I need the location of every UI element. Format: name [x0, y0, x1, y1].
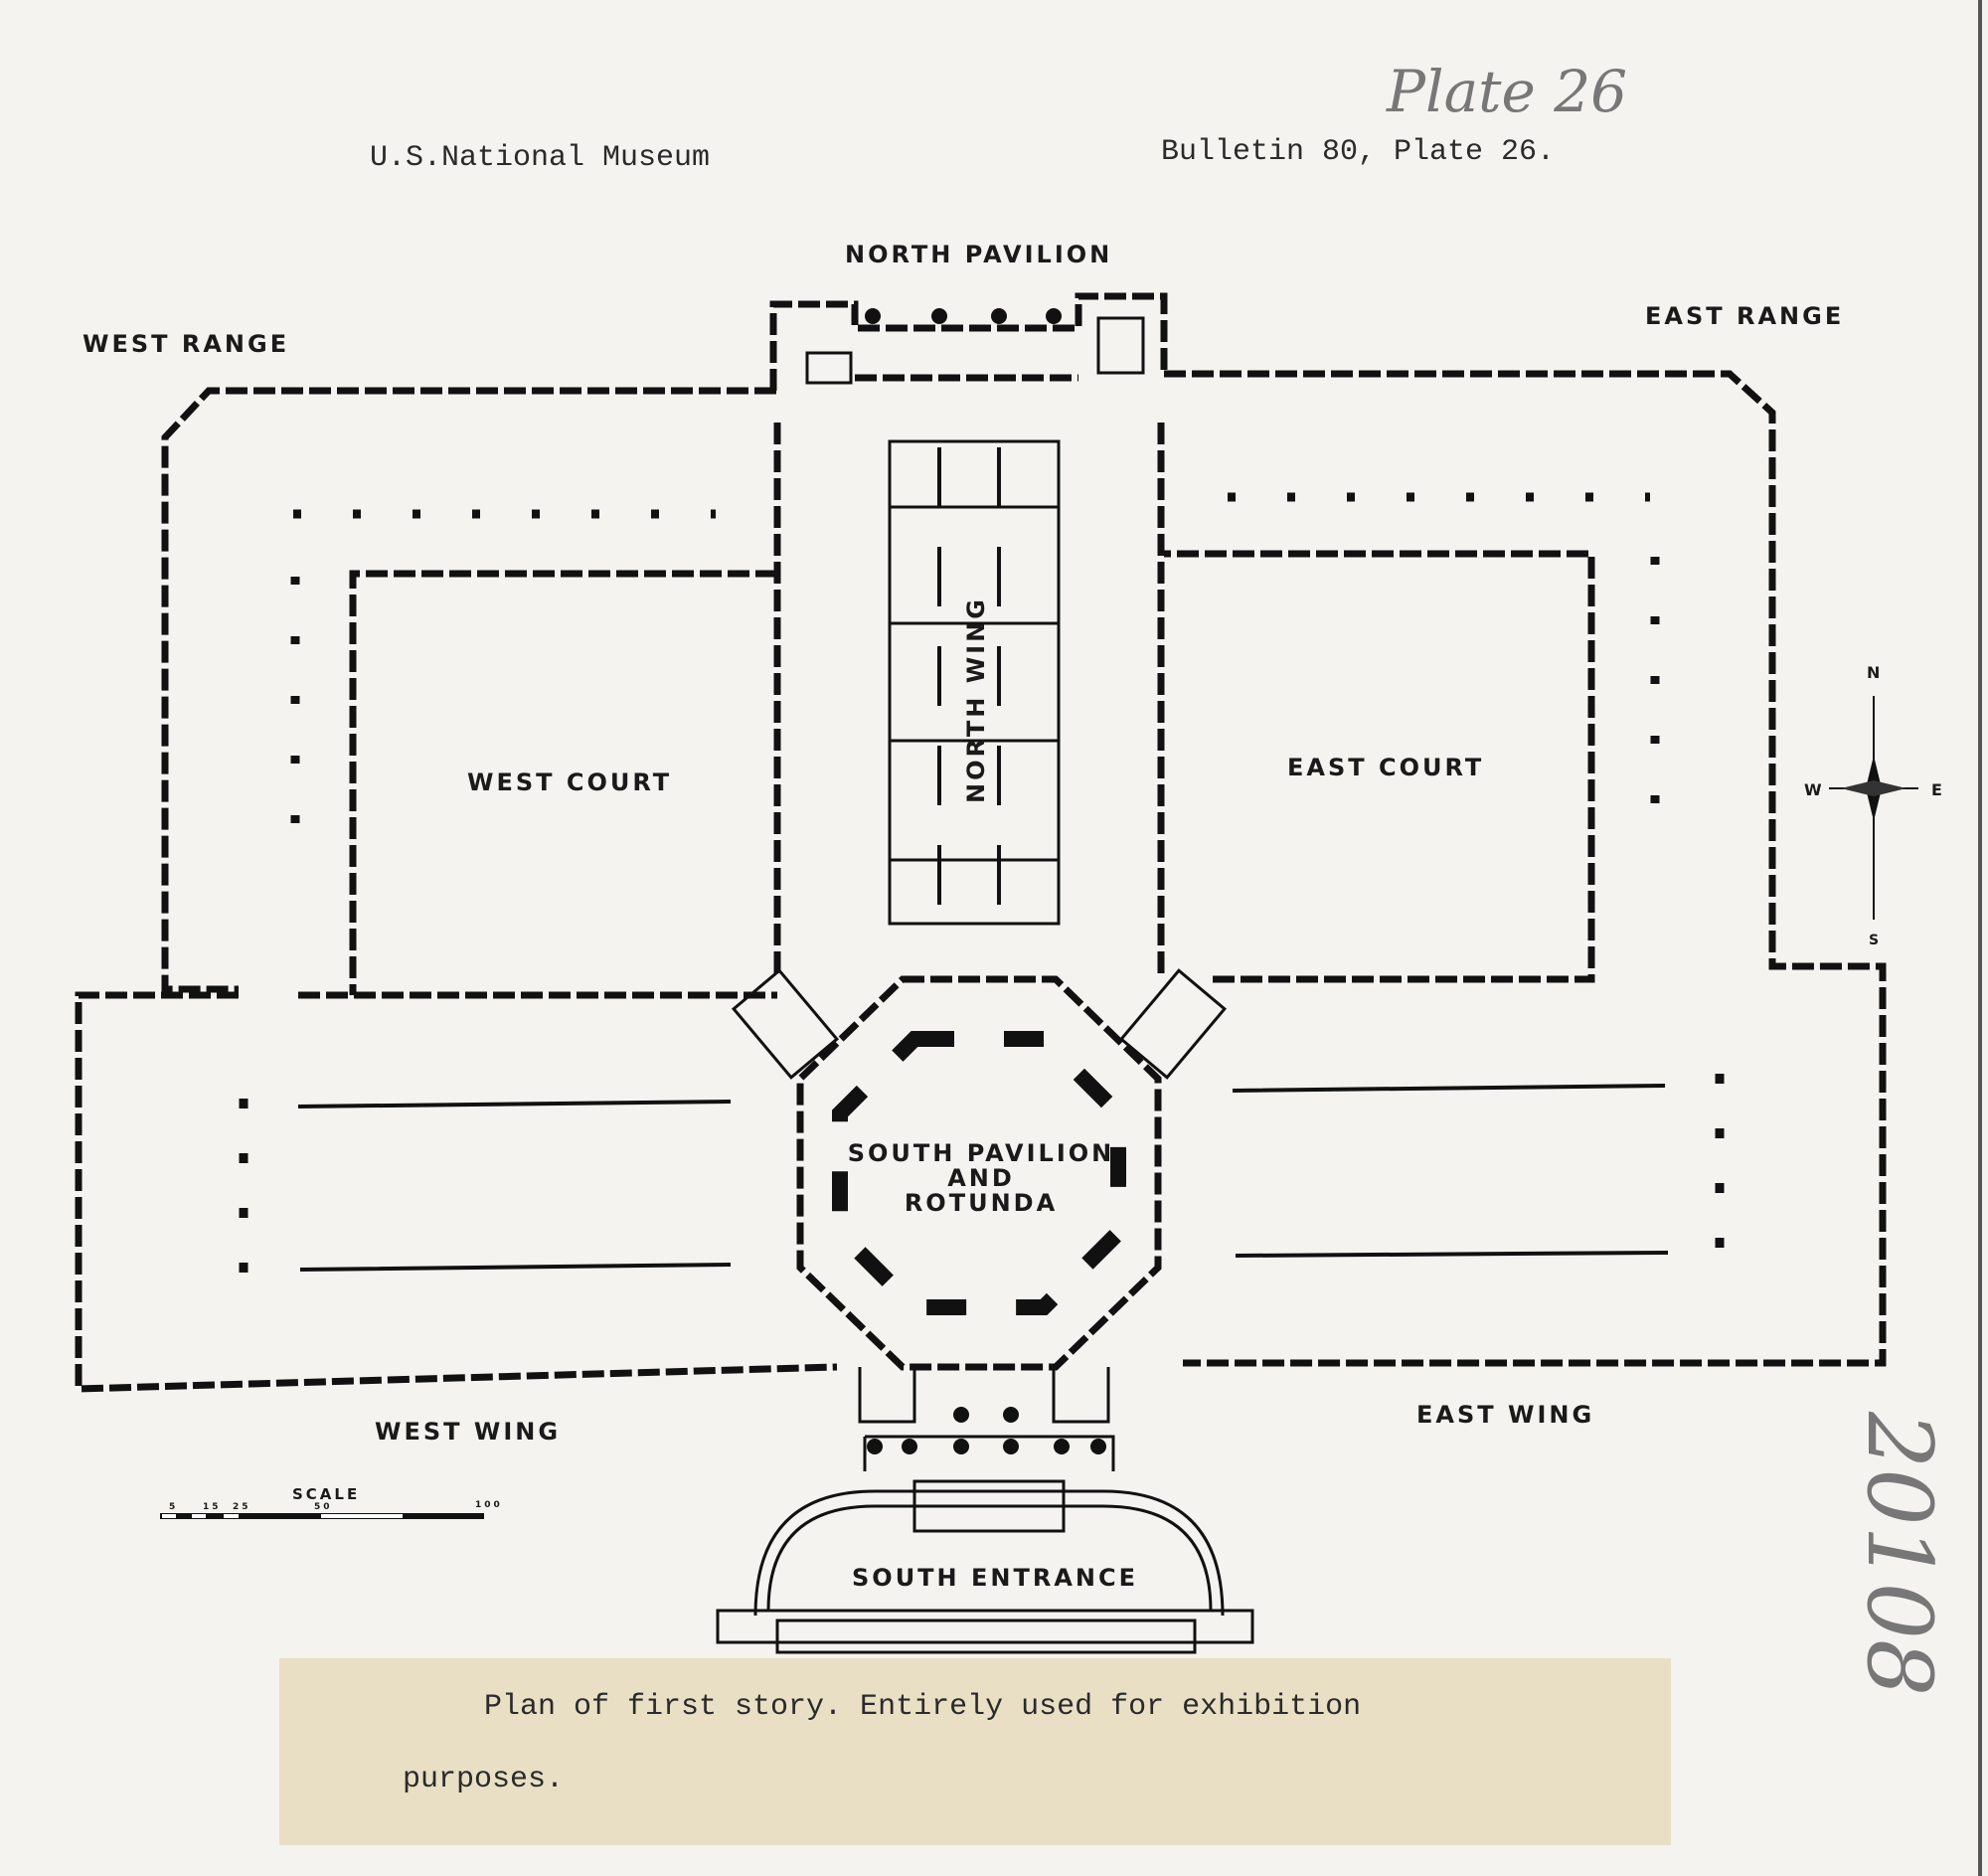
handwritten-plate: Plate 26 [1386, 58, 1627, 125]
svg-text:S: S [1869, 933, 1882, 948]
building-walls [75, 292, 1887, 1654]
svg-text:50: 50 [314, 1502, 333, 1512]
svg-text:SCALE: SCALE [292, 1485, 360, 1503]
svg-text:W: W [1804, 780, 1825, 799]
caption-line-2: purposes. [403, 1763, 564, 1796]
scale-bar: SCALE 5 15 25 50 100 [160, 1485, 503, 1519]
north-wing-structure [888, 439, 1061, 926]
svg-text:100: 100 [475, 1500, 503, 1510]
header-right: Bulletin 80, Plate 26. [1161, 135, 1555, 169]
label-south-entrance: SOUTH ENTRANCE [852, 1564, 1138, 1592]
svg-text:15: 15 [203, 1502, 222, 1512]
caption-line-1: Plan of first story. Entirely used for e… [484, 1690, 1361, 1724]
label-west-court: WEST COURT [467, 768, 672, 796]
caption-label: Plan of first story. Entirely used for e… [279, 1658, 1671, 1845]
label-north-wing: NORTH WING [962, 597, 990, 803]
label-rotunda-2: AND [947, 1164, 1015, 1192]
label-east-range: EAST RANGE [1645, 302, 1844, 330]
compass-rose: N S E W [1804, 663, 1945, 948]
west-court-wall [349, 570, 777, 995]
svg-text:E: E [1931, 780, 1945, 799]
label-west-wing: WEST WING [375, 1418, 561, 1446]
label-west-range: WEST RANGE [83, 330, 289, 358]
room-labels: NORTH PAVILION WEST RANGE EAST RANGE WES… [83, 241, 1844, 1592]
label-east-wing: EAST WING [1416, 1401, 1594, 1429]
rotunda-piers [832, 1031, 1126, 1315]
east-range-wall [1164, 370, 1887, 1367]
north-pavilion-wall [769, 292, 1168, 391]
header-left: U.S.National Museum [370, 141, 710, 175]
svg-text:N: N [1867, 663, 1883, 682]
label-east-court: EAST COURT [1287, 754, 1484, 781]
west-wing-wall [75, 991, 838, 1393]
label-rotunda-3: ROTUNDA [905, 1189, 1058, 1217]
svg-text:25: 25 [233, 1502, 251, 1512]
rotunda-wall [796, 975, 1162, 1371]
handwritten-side-number: 20108 [1847, 1411, 1951, 1696]
label-rotunda-1: SOUTH PAVILION [848, 1139, 1115, 1167]
svg-text:5: 5 [169, 1502, 178, 1512]
west-range-wall [161, 387, 776, 993]
label-north-pavilion: NORTH PAVILION [845, 241, 1112, 268]
